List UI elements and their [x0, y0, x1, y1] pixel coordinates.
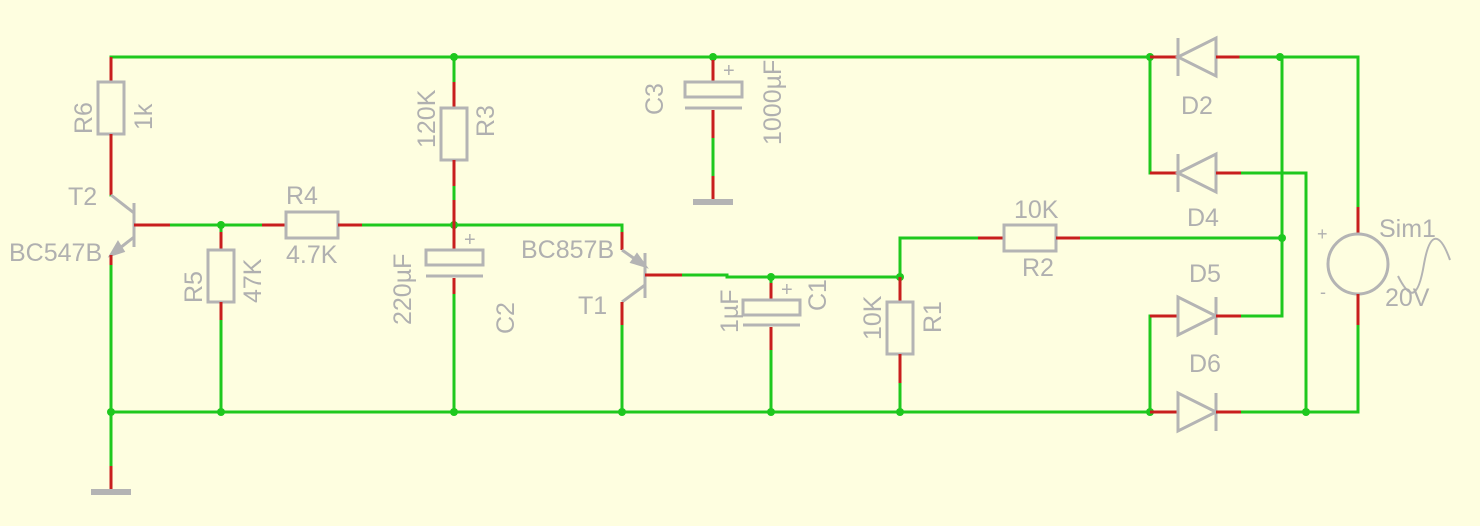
r1-value: 10K: [859, 295, 887, 340]
diode-d4[interactable]: D4: [1150, 151, 1241, 232]
resistor-r3[interactable]: 120K R3: [413, 82, 500, 186]
c1-name: C1: [804, 279, 832, 311]
r1-name: R1: [919, 301, 947, 333]
diode-d5[interactable]: D5: [1150, 260, 1241, 338]
capacitor-c1[interactable]: + 1µF C1: [716, 279, 832, 350]
c2-name: C2: [492, 302, 520, 334]
r4-value: 4.7K: [286, 241, 338, 269]
resistor-r5[interactable]: R5 47K: [180, 232, 267, 320]
sim1-name: Sim1: [1379, 215, 1436, 243]
sim1-plus: +: [1317, 224, 1328, 244]
d2-name: D2: [1181, 92, 1213, 120]
diode-d6[interactable]: D6: [1150, 350, 1241, 434]
c1-plus: +: [781, 279, 793, 301]
resistor-r4[interactable]: R4 4.7K: [262, 182, 362, 269]
t2-name: T2: [68, 183, 97, 211]
r2-name: R2: [1022, 254, 1054, 282]
c2-plus: +: [464, 229, 476, 251]
d6-name: D6: [1189, 350, 1221, 378]
r6-value: 1k: [130, 103, 158, 130]
c1-value: 1µF: [716, 289, 744, 333]
r6-name: R6: [70, 102, 98, 134]
resistor-r1[interactable]: 10K R1: [859, 277, 947, 383]
t2-value: BC547B: [9, 239, 102, 267]
c3-plus: +: [723, 60, 735, 82]
r5-name: R5: [180, 271, 208, 303]
t1-name: T1: [578, 292, 607, 320]
r2-value: 10K: [1014, 196, 1059, 224]
t1-value: BC857B: [521, 236, 614, 264]
r4-name: R4: [286, 182, 318, 210]
d5-name: D5: [1189, 260, 1221, 288]
ac-source-sim1[interactable]: + - Sim1 20V: [1317, 207, 1451, 325]
resistor-r6[interactable]: R6 1k: [70, 57, 158, 160]
transistor-t1[interactable]: BC857B T1: [521, 232, 682, 325]
capacitor-c2[interactable]: + 220µF C2: [389, 200, 520, 334]
r5-value: 47K: [239, 258, 267, 303]
ground-symbol: [91, 466, 131, 495]
sim1-minus: -: [1320, 282, 1326, 302]
capacitor-c3[interactable]: + C3 1000µF: [641, 60, 787, 205]
diode-d2[interactable]: D2: [1150, 35, 1282, 120]
c2-value: 220µF: [389, 254, 417, 325]
sim1-value: 20V: [1385, 284, 1430, 312]
r3-name: R3: [472, 105, 500, 137]
c3-name: C3: [641, 83, 669, 115]
r3-value: 120K: [413, 89, 441, 148]
resistor-r2[interactable]: 10K R2: [978, 196, 1080, 282]
transistor-t2[interactable]: T2 BC547B: [9, 160, 170, 267]
c3-value: 1000µF: [759, 60, 787, 145]
sine-wave-icon: [1397, 237, 1451, 294]
d4-name: D4: [1187, 204, 1219, 232]
